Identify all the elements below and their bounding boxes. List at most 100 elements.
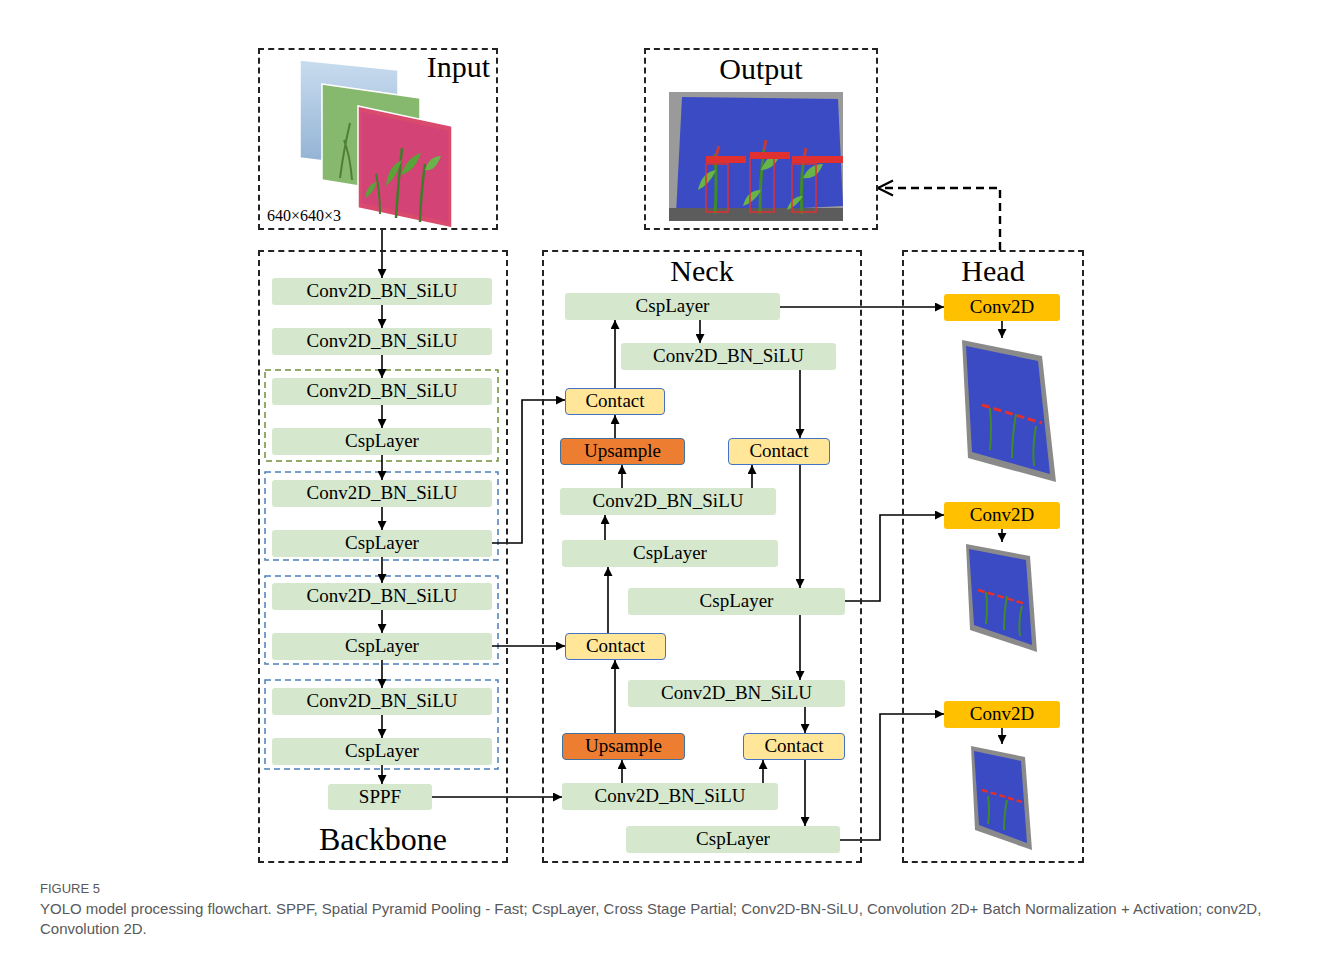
layer-label: Conv2D_BN_SiLU	[307, 281, 458, 302]
flow-arrow	[492, 645, 565, 647]
panel-title: Head	[961, 254, 1024, 287]
layer-box: SPPF	[328, 784, 432, 810]
layer-label: CspLayer	[636, 296, 710, 317]
head-conv-box: Conv2D	[944, 701, 1060, 728]
layer-box: Conv2D_BN_SiLU	[272, 583, 492, 610]
dimension-label: 640×640×3	[267, 207, 341, 224]
layer-label: Conv2D_BN_SiLU	[307, 691, 458, 712]
flow-arrow	[381, 557, 383, 583]
flow-arrow	[699, 320, 701, 343]
head-output-images	[962, 320, 1056, 850]
layer-box: Conv2D_BN_SiLU	[272, 688, 492, 715]
flow-arrow	[381, 507, 383, 530]
layer-box: Conv2D_BN_SiLU	[272, 278, 492, 305]
layer-label: CspLayer	[696, 829, 770, 850]
module-panel: NeckCspLayerConv2D_BN_SiLUContactUpsampl…	[542, 250, 862, 863]
flow-arrow	[614, 320, 616, 388]
layer-label: Conv2D_BN_SiLU	[593, 491, 744, 512]
flow-arrow	[840, 714, 944, 840]
layer-box: CspLayer	[562, 540, 778, 567]
layer-label: CspLayer	[345, 636, 419, 657]
flow-arrow	[607, 567, 609, 633]
concat-box: Contact	[743, 733, 845, 760]
flow-arrow	[604, 515, 606, 540]
flow-arrow	[381, 355, 383, 378]
input-image-stack	[300, 60, 452, 228]
layer-label: Contact	[586, 636, 645, 657]
flow-arrow	[614, 660, 616, 733]
figure-caption: YOLO model processing flowchart. SPPF, S…	[40, 899, 1290, 938]
stage-group	[265, 370, 498, 461]
layer-box: Conv2D_BN_SiLU	[628, 680, 845, 707]
panel-title: Backbone	[319, 821, 447, 857]
layer-label: Conv2D_BN_SiLU	[307, 381, 458, 402]
stage-group	[265, 680, 498, 769]
flow-arrow	[381, 660, 383, 688]
layer-box: Conv2D_BN_SiLU	[272, 378, 492, 405]
stage-group	[265, 576, 498, 664]
flow-arrow	[381, 305, 383, 328]
figure-label: FIGURE 5	[40, 881, 100, 896]
flow-arrow	[381, 405, 383, 428]
flow-arrow	[762, 760, 764, 783]
layer-label: Conv2D_BN_SiLU	[307, 586, 458, 607]
flow-arrow	[614, 415, 616, 438]
layer-label: Conv2D_BN_SiLU	[595, 786, 746, 807]
layer-box: CspLayer	[272, 738, 492, 765]
layer-label: CspLayer	[633, 543, 707, 564]
flow-arrow	[799, 465, 801, 588]
flow-arrow	[432, 796, 562, 798]
layer-box: CspLayer	[272, 633, 492, 660]
layer-box: CspLayer	[626, 826, 840, 853]
layer-label: Upsample	[584, 441, 661, 462]
layer-label: Conv2D_BN_SiLU	[307, 331, 458, 352]
flow-arrow	[845, 515, 944, 601]
output-image	[669, 92, 843, 221]
layer-label: Upsample	[585, 736, 662, 757]
layer-label: SPPF	[359, 787, 401, 808]
panel-title: Neck	[670, 254, 733, 287]
concat-box: Contact	[728, 438, 830, 465]
layer-label: CspLayer	[345, 741, 419, 762]
layer-label: CspLayer	[345, 533, 419, 554]
layer-label: CspLayer	[700, 591, 774, 612]
module-panel: HeadConv2D Conv2D Conv2D	[902, 250, 1084, 863]
head-conv-box: Conv2D	[944, 502, 1060, 529]
layer-box: CspLayer	[272, 530, 492, 557]
layer-box: CspLayer	[565, 293, 780, 320]
layer-box: Conv2D_BN_SiLU	[272, 328, 492, 355]
module-panel: Output	[644, 48, 878, 230]
flow-arrow	[799, 370, 801, 438]
layer-label: Contact	[764, 736, 823, 757]
layer-label: Conv2D_BN_SiLU	[307, 483, 458, 504]
upsample-box: Upsample	[560, 438, 685, 465]
layer-label: CspLayer	[345, 431, 419, 452]
flow-arrow	[381, 765, 383, 784]
layer-box: Conv2D_BN_SiLU	[621, 343, 836, 370]
panel-title: Input	[427, 50, 490, 83]
layer-label: Conv2D	[970, 505, 1034, 526]
layer-label: Conv2D_BN_SiLU	[661, 683, 812, 704]
layer-label: Contact	[585, 391, 644, 412]
stage-group	[265, 472, 498, 560]
flow-arrow	[780, 306, 944, 308]
layer-label: Conv2D	[970, 704, 1034, 725]
module-panel: Input 640×640×3	[258, 48, 498, 230]
module-panel: Backbone Conv2D_BN_SiLU Conv2D_BN_SiLU Conv…	[258, 250, 508, 863]
head-conv-box: Conv2D	[944, 294, 1060, 321]
layer-label: Contact	[749, 441, 808, 462]
layer-box: Conv2D_BN_SiLU	[560, 488, 776, 515]
flow-arrow	[381, 230, 383, 278]
layer-box: Conv2D_BN_SiLU	[562, 783, 778, 810]
output-arrow	[878, 188, 1000, 250]
flow-arrow	[381, 610, 383, 633]
flow-arrow	[621, 465, 623, 488]
flow-arrow	[381, 455, 383, 480]
flow-arrow	[621, 760, 623, 783]
flow-arrow	[751, 465, 753, 488]
layer-box: CspLayer	[272, 428, 492, 455]
concat-box: Contact	[565, 388, 665, 415]
flow-arrow	[799, 615, 801, 680]
layer-box: CspLayer	[628, 588, 845, 615]
flow-arrow	[804, 707, 806, 733]
